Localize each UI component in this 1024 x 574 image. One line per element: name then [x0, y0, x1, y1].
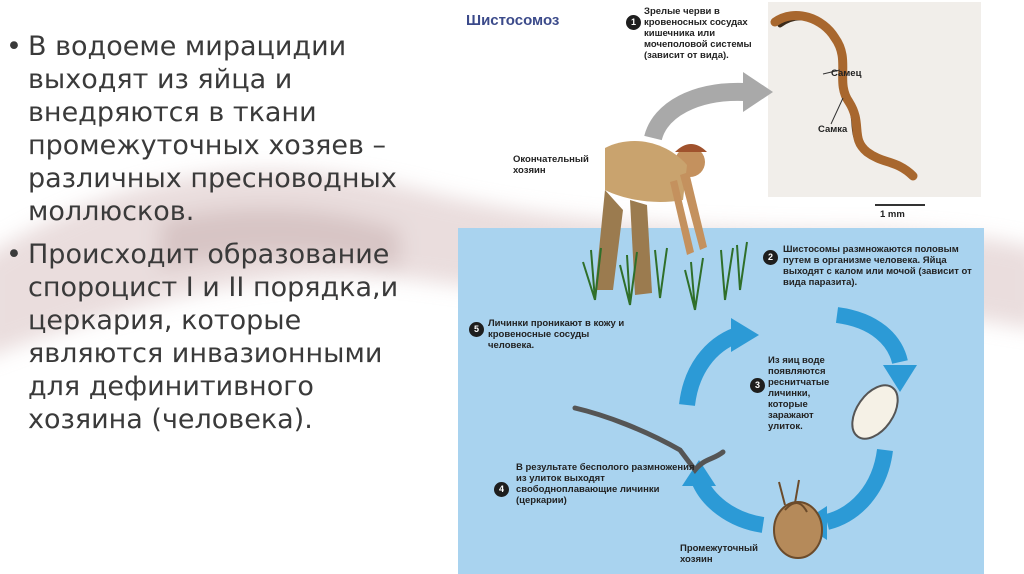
infection-arrow [653, 92, 745, 138]
bullet-dot-icon: • [6, 30, 22, 63]
step-2-number: 2 [763, 250, 778, 265]
male-worm-label: Самец [831, 68, 861, 79]
step-1-number: 1 [626, 15, 641, 30]
step-5-number: 5 [469, 322, 484, 337]
worm-photo-frame [768, 2, 981, 197]
step-2-label: Шистосомы размножаются половым путем в о… [783, 244, 973, 288]
definitive-host-label: Окончательный хозяин [513, 154, 613, 176]
bullet-text: В водоеме мирацидии выходят из яйца и вн… [28, 31, 397, 227]
bullet-sporocysts: • Происходит образование спороцист I и I… [0, 238, 420, 436]
bullet-dot-icon: • [6, 238, 22, 271]
step-1-label: Зрелые черви в кровеносных сосудах кишеч… [644, 6, 762, 61]
step-4-number: 4 [494, 482, 509, 497]
female-worm-label: Самка [818, 124, 847, 135]
bullet-text: Происходит образование спороцист I и II … [28, 239, 398, 435]
intermediate-host-label: Промежуточный хозяин [680, 543, 770, 565]
bullet-miracidia: • В водоеме мирацидии выходят из яйца и … [0, 30, 420, 228]
diagram-title: Шистосомоз [466, 12, 559, 29]
step-4-label: В результате бесполого размножения из ул… [516, 462, 696, 506]
step-3-number: 3 [750, 378, 765, 393]
bullet-text-panel: • В водоеме мирацидии выходят из яйца и … [0, 30, 420, 436]
step-3-label: Из яиц воде появляются реснитчатые личин… [768, 355, 848, 432]
step-5-label: Личинки проникают в кожу и кровеносные с… [488, 318, 638, 351]
scale-label: 1 mm [880, 209, 905, 220]
